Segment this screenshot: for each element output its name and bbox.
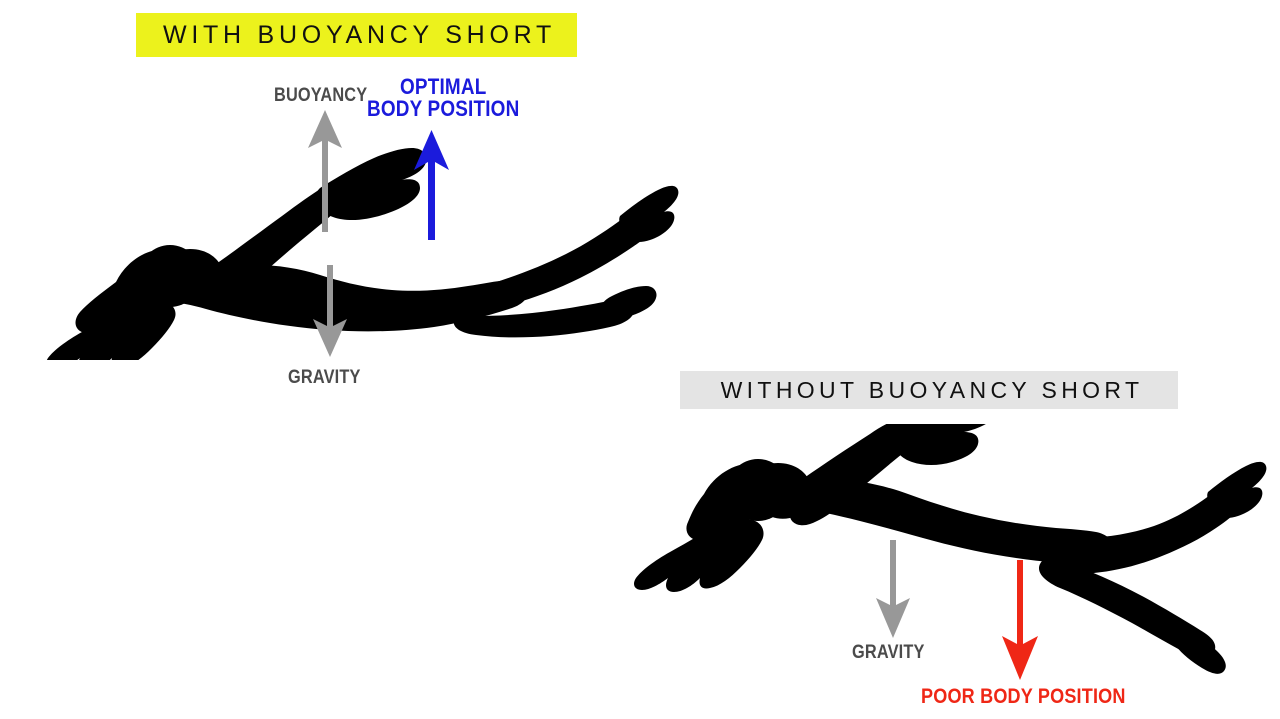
banner-with-buoyancy-short-label: WITH BUOYANCY SHORT: [162, 20, 557, 49]
banner-with-buoyancy-short: WITH BUOYANCY SHORT: [136, 13, 577, 57]
label-gravity-top: GRAVITY: [288, 368, 361, 387]
label-gravity-bottom-text: GRAVITY: [852, 642, 925, 663]
label-optimal-line1: OPTIMAL: [399, 74, 487, 99]
label-buoyancy: BUOYANCY: [274, 86, 367, 105]
arrow-gravity-down-top: [313, 265, 347, 357]
banner-without-buoyancy-short: WITHOUT BUOYANCY SHORT: [680, 371, 1178, 409]
label-poor-body-position-text: POOR BODY POSITION: [921, 685, 1126, 708]
arrow-poor-body-position-down: [1002, 560, 1038, 680]
arrow-optimal-body-position-up: [414, 130, 449, 240]
label-optimal-line2: BODY POSITION: [367, 96, 520, 121]
arrow-gravity-down-bottom: [876, 540, 910, 638]
label-gravity-top-text: GRAVITY: [288, 367, 361, 388]
label-poor-body-position: POOR BODY POSITION: [921, 686, 1126, 707]
arrow-buoyancy-up: [308, 110, 342, 232]
swimmer-silhouette-horizontal: [46, 148, 679, 360]
label-buoyancy-text: BUOYANCY: [274, 85, 368, 106]
swimmer-silhouette-sinking: [634, 424, 1267, 674]
label-gravity-bottom: GRAVITY: [852, 643, 925, 662]
banner-without-buoyancy-short-label: WITHOUT BUOYANCY SHORT: [720, 376, 1144, 403]
label-optimal-body-position: OPTIMAL BODY POSITION: [367, 76, 519, 120]
